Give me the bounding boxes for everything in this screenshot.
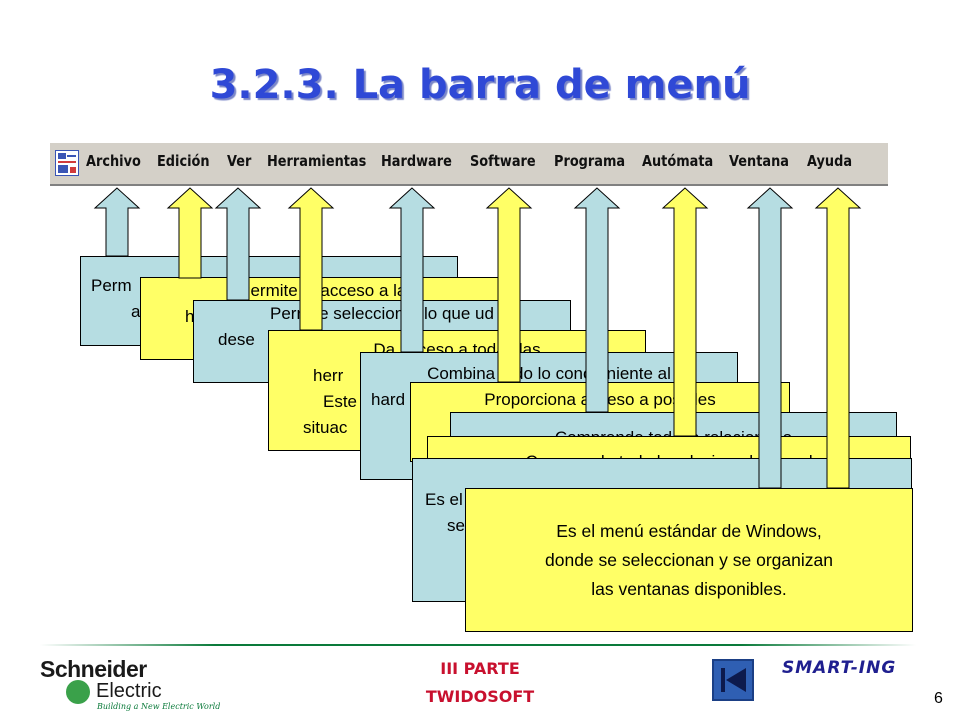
arrow-programa xyxy=(573,187,621,413)
menu-item-programa[interactable]: Programa xyxy=(554,152,626,170)
arrow-archivo xyxy=(93,187,141,257)
callout-ventana-line-3: las ventanas disponibles. xyxy=(591,579,787,599)
arrow-ver xyxy=(214,187,262,301)
callout-edicion-line-2: h xyxy=(185,307,195,326)
twidosoft-app-icon[interactable] xyxy=(55,150,79,176)
callout-ventana-line-1: Es el menú estándar de Windows, xyxy=(556,521,822,541)
menu-item-herramientas[interactable]: Herramientas xyxy=(267,152,367,170)
skip-to-start-icon xyxy=(721,668,746,692)
callout-hardware-line-1: Combina todo lo concerniente al xyxy=(427,364,671,383)
arrow-ventana xyxy=(746,187,794,489)
brand-tagline: Building a New Electric World xyxy=(97,702,221,711)
brand-name-line-2: Electric xyxy=(96,680,162,702)
menu-item-archivo[interactable]: Archivo xyxy=(86,152,141,170)
callout-herramientas-line-3: Este xyxy=(323,392,358,411)
arrow-hardware xyxy=(388,187,436,353)
callout-ventana: Es el menú estándar de Windows, donde se… xyxy=(465,488,913,632)
schneider-swoosh-icon xyxy=(66,680,90,704)
callout-hardware-line-2: hard xyxy=(371,390,406,409)
callout-herramientas-line-2: herr xyxy=(313,366,344,385)
arrow-edicion xyxy=(166,187,214,279)
brand-name-line-1: Schneider xyxy=(40,656,147,682)
footer-product-label: TWIDOSOFT xyxy=(425,687,535,706)
menu-item-ver[interactable]: Ver xyxy=(227,152,252,170)
callout-ver-line-2: dese xyxy=(218,330,255,349)
footer-part-label: III PARTE xyxy=(440,659,520,678)
callout-ayuda-line-2: se xyxy=(447,516,465,535)
menu-item-automata[interactable]: Autómata xyxy=(642,152,714,170)
smart-ing-logo: SMART-ING xyxy=(782,658,897,678)
callout-archivo-line-1: Perm xyxy=(91,276,132,295)
callout-ventana-line-2: donde se seleccionan y se organizan xyxy=(545,550,833,570)
menu-bar: Archivo Edición Ver Herramientas Hardwar… xyxy=(50,141,888,186)
slide-title: 3.2.3. La barra de menú xyxy=(209,62,751,108)
callout-ver-line-1: Permite seleccionar lo que ud xyxy=(270,304,494,323)
skip-to-start-button[interactable] xyxy=(712,659,754,701)
callout-herramientas-line-4: situac xyxy=(303,418,348,437)
footer-divider xyxy=(40,644,916,646)
menu-item-edicion[interactable]: Edición xyxy=(157,152,210,170)
arrow-herramientas xyxy=(287,187,335,331)
arrow-automata xyxy=(661,187,709,437)
callout-edicion-line-1: Permite el acceso a las xyxy=(239,281,415,300)
page-number: 6 xyxy=(934,690,943,707)
menu-item-ayuda[interactable]: Ayuda xyxy=(807,152,853,170)
arrow-ayuda xyxy=(814,187,862,489)
menu-item-software[interactable]: Software xyxy=(470,152,536,170)
arrow-software xyxy=(485,187,533,383)
menu-item-ventana[interactable]: Ventana xyxy=(729,152,789,170)
callout-archivo-line-2: a xyxy=(131,302,141,321)
callout-ayuda-line-1: Es el xyxy=(425,490,463,509)
menu-item-hardware[interactable]: Hardware xyxy=(381,152,452,170)
